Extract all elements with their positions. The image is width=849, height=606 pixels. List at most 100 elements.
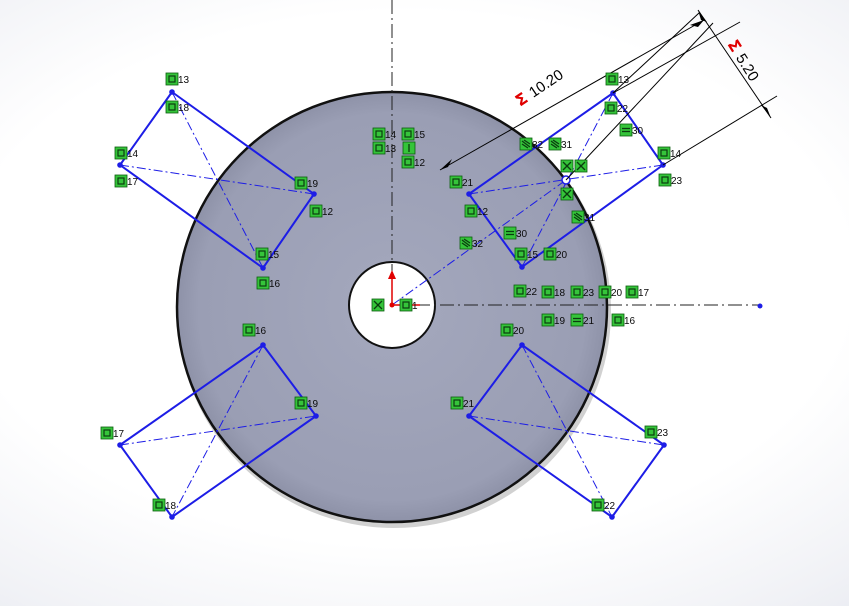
relation-tag-label: 15 (414, 130, 426, 141)
sketch-point[interactable] (117, 162, 123, 168)
coincident-relation-tag[interactable]: 23 (644, 425, 669, 439)
relation-tag-label: 32 (532, 140, 544, 151)
sketch-point[interactable] (311, 191, 317, 197)
coincident-relation-tag[interactable]: 1 (399, 298, 418, 312)
horizontal-icon (622, 127, 630, 133)
coincident-relation-tag[interactable]: 20 (598, 285, 623, 299)
midpoint-relation-tag[interactable] (371, 298, 385, 312)
coincident-relation-tag[interactable]: 17 (625, 285, 650, 299)
coincident-relation-tag[interactable]: 19 (294, 396, 319, 410)
coincident-relation-tag[interactable]: 22 (513, 284, 538, 298)
relation-tag-label: 23 (583, 288, 595, 299)
horizontal-relation-tag[interactable]: 30 (503, 226, 528, 240)
coincident-relation-tag[interactable]: 18 (541, 285, 566, 299)
coincident-relation-tag[interactable]: 22 (604, 101, 629, 115)
sketch-point[interactable] (260, 342, 266, 348)
coincident-relation-tag[interactable]: 17 (114, 174, 139, 188)
midpoint-relation-tag[interactable] (574, 159, 588, 173)
relation-tag-label: 14 (385, 130, 397, 141)
horizontal-relation-tag[interactable]: 30 (619, 123, 644, 137)
coincident-relation-tag[interactable]: 14 (114, 146, 139, 160)
coincident-relation-tag[interactable]: 16 (256, 276, 281, 290)
coincident-relation-tag[interactable]: 14 (657, 146, 682, 160)
coincident-relation-tag[interactable]: 15 (514, 247, 539, 261)
coincident-relation-tag[interactable]: 15 (401, 127, 426, 141)
centerline-endpoint[interactable] (757, 303, 763, 309)
construction-line[interactable] (521, 344, 613, 518)
coincident-relation-tag[interactable]: 12 (401, 155, 426, 169)
coincident-relation-tag[interactable]: 19 (294, 176, 319, 190)
sketch-point[interactable] (466, 413, 472, 419)
sketch-point[interactable] (519, 342, 525, 348)
coincident-relation-tag[interactable]: 18 (165, 100, 190, 114)
construction-line[interactable] (119, 164, 315, 195)
coincident-relation-tag[interactable]: 14 (372, 127, 397, 141)
sketch-point[interactable] (169, 89, 175, 95)
coincident-icon (544, 288, 552, 296)
coincident-relation-tag[interactable]: 16 (242, 323, 267, 337)
relation-tag-label: 14 (127, 149, 139, 160)
coincident-relation-tag[interactable]: 13 (165, 72, 190, 86)
coincident-relation-tag[interactable]: 21 (449, 175, 474, 189)
construction-line[interactable] (171, 91, 264, 269)
dimension-10-20[interactable]: Σ 10.20 (512, 65, 567, 111)
relation-tag-label: 16 (269, 279, 281, 290)
coincident-relation-tag[interactable]: 13 (372, 141, 397, 155)
vertical-relation-tag[interactable] (402, 141, 416, 155)
construction-line[interactable] (119, 415, 317, 446)
coincident-icon (402, 301, 410, 309)
coincident-relation-tag[interactable]: 21 (450, 396, 475, 410)
coincident-relation-tag[interactable]: 15 (255, 247, 280, 261)
construction-line[interactable] (468, 415, 665, 446)
horizontal-relation-tag[interactable]: 21 (570, 313, 595, 327)
horizontal-icon (573, 317, 581, 323)
coincident-relation-tag[interactable]: 16 (611, 313, 636, 327)
coincident-icon (544, 316, 552, 324)
coincident-relation-tag[interactable]: 23 (570, 285, 595, 299)
coincident-icon (647, 428, 655, 436)
part-face[interactable] (175, 90, 611, 528)
coincident-relation-tag[interactable]: 12 (309, 204, 334, 218)
coincident-icon (297, 179, 305, 187)
coincident-relation-tag[interactable]: 17 (100, 426, 125, 440)
relation-tag-label: 12 (414, 158, 426, 169)
sketch-point[interactable] (117, 442, 123, 448)
relation-tag-label: 19 (307, 179, 319, 190)
coincident-relation-tag[interactable]: 13 (605, 72, 630, 86)
midpoint-relation-tag[interactable] (560, 159, 574, 173)
relation-tag-label: 17 (127, 177, 139, 188)
relation-tag-label: 31 (584, 213, 596, 224)
dimension-value: 10.20 (526, 66, 567, 101)
construction-line-to-origin[interactable] (391, 179, 567, 306)
relation-tag-label: 13 (618, 75, 630, 86)
coincident-relation-tag[interactable]: 20 (500, 323, 525, 337)
sketch-point[interactable] (519, 264, 525, 270)
coincident-relation-tag[interactable]: 23 (658, 173, 683, 187)
equal-icon (521, 139, 531, 149)
sketch-point[interactable] (260, 265, 266, 271)
coincident-relation-tag[interactable]: 18 (152, 498, 177, 512)
coincident-relation-tag[interactable]: 20 (543, 247, 568, 261)
coincident-relation-tag[interactable]: 22 (591, 498, 616, 512)
sketch-point[interactable] (313, 413, 319, 419)
midpoint-relation-tag[interactable] (560, 187, 574, 201)
sketch-point[interactable] (169, 514, 175, 520)
coincident-relation-tag[interactable]: 12 (464, 204, 489, 218)
relation-tags: 13 18 14 17 19 12 15 16 16 19 17 18 14 15 13 12 13 22 30 32… (100, 72, 683, 512)
equal-relation-tag[interactable]: 32 (519, 137, 544, 151)
equal-relation-tag[interactable]: 31 (571, 210, 596, 224)
coincident-icon (452, 178, 460, 186)
equal-relation-tag[interactable]: 32 (459, 236, 484, 250)
relation-tag-label: 16 (255, 326, 267, 337)
coincident-relation-tag[interactable]: 19 (541, 313, 566, 327)
equal-relation-tag[interactable]: 31 (548, 137, 573, 151)
sketch-point[interactable] (609, 514, 615, 520)
dimension-5-20[interactable]: Σ 5.20 (724, 36, 764, 84)
sketch-point[interactable] (661, 442, 667, 448)
relation-tag-label: 23 (671, 176, 683, 187)
sketch-point[interactable] (466, 191, 472, 197)
relation-tag-label: 12 (322, 207, 334, 218)
relation-tag-label: 15 (268, 250, 280, 261)
